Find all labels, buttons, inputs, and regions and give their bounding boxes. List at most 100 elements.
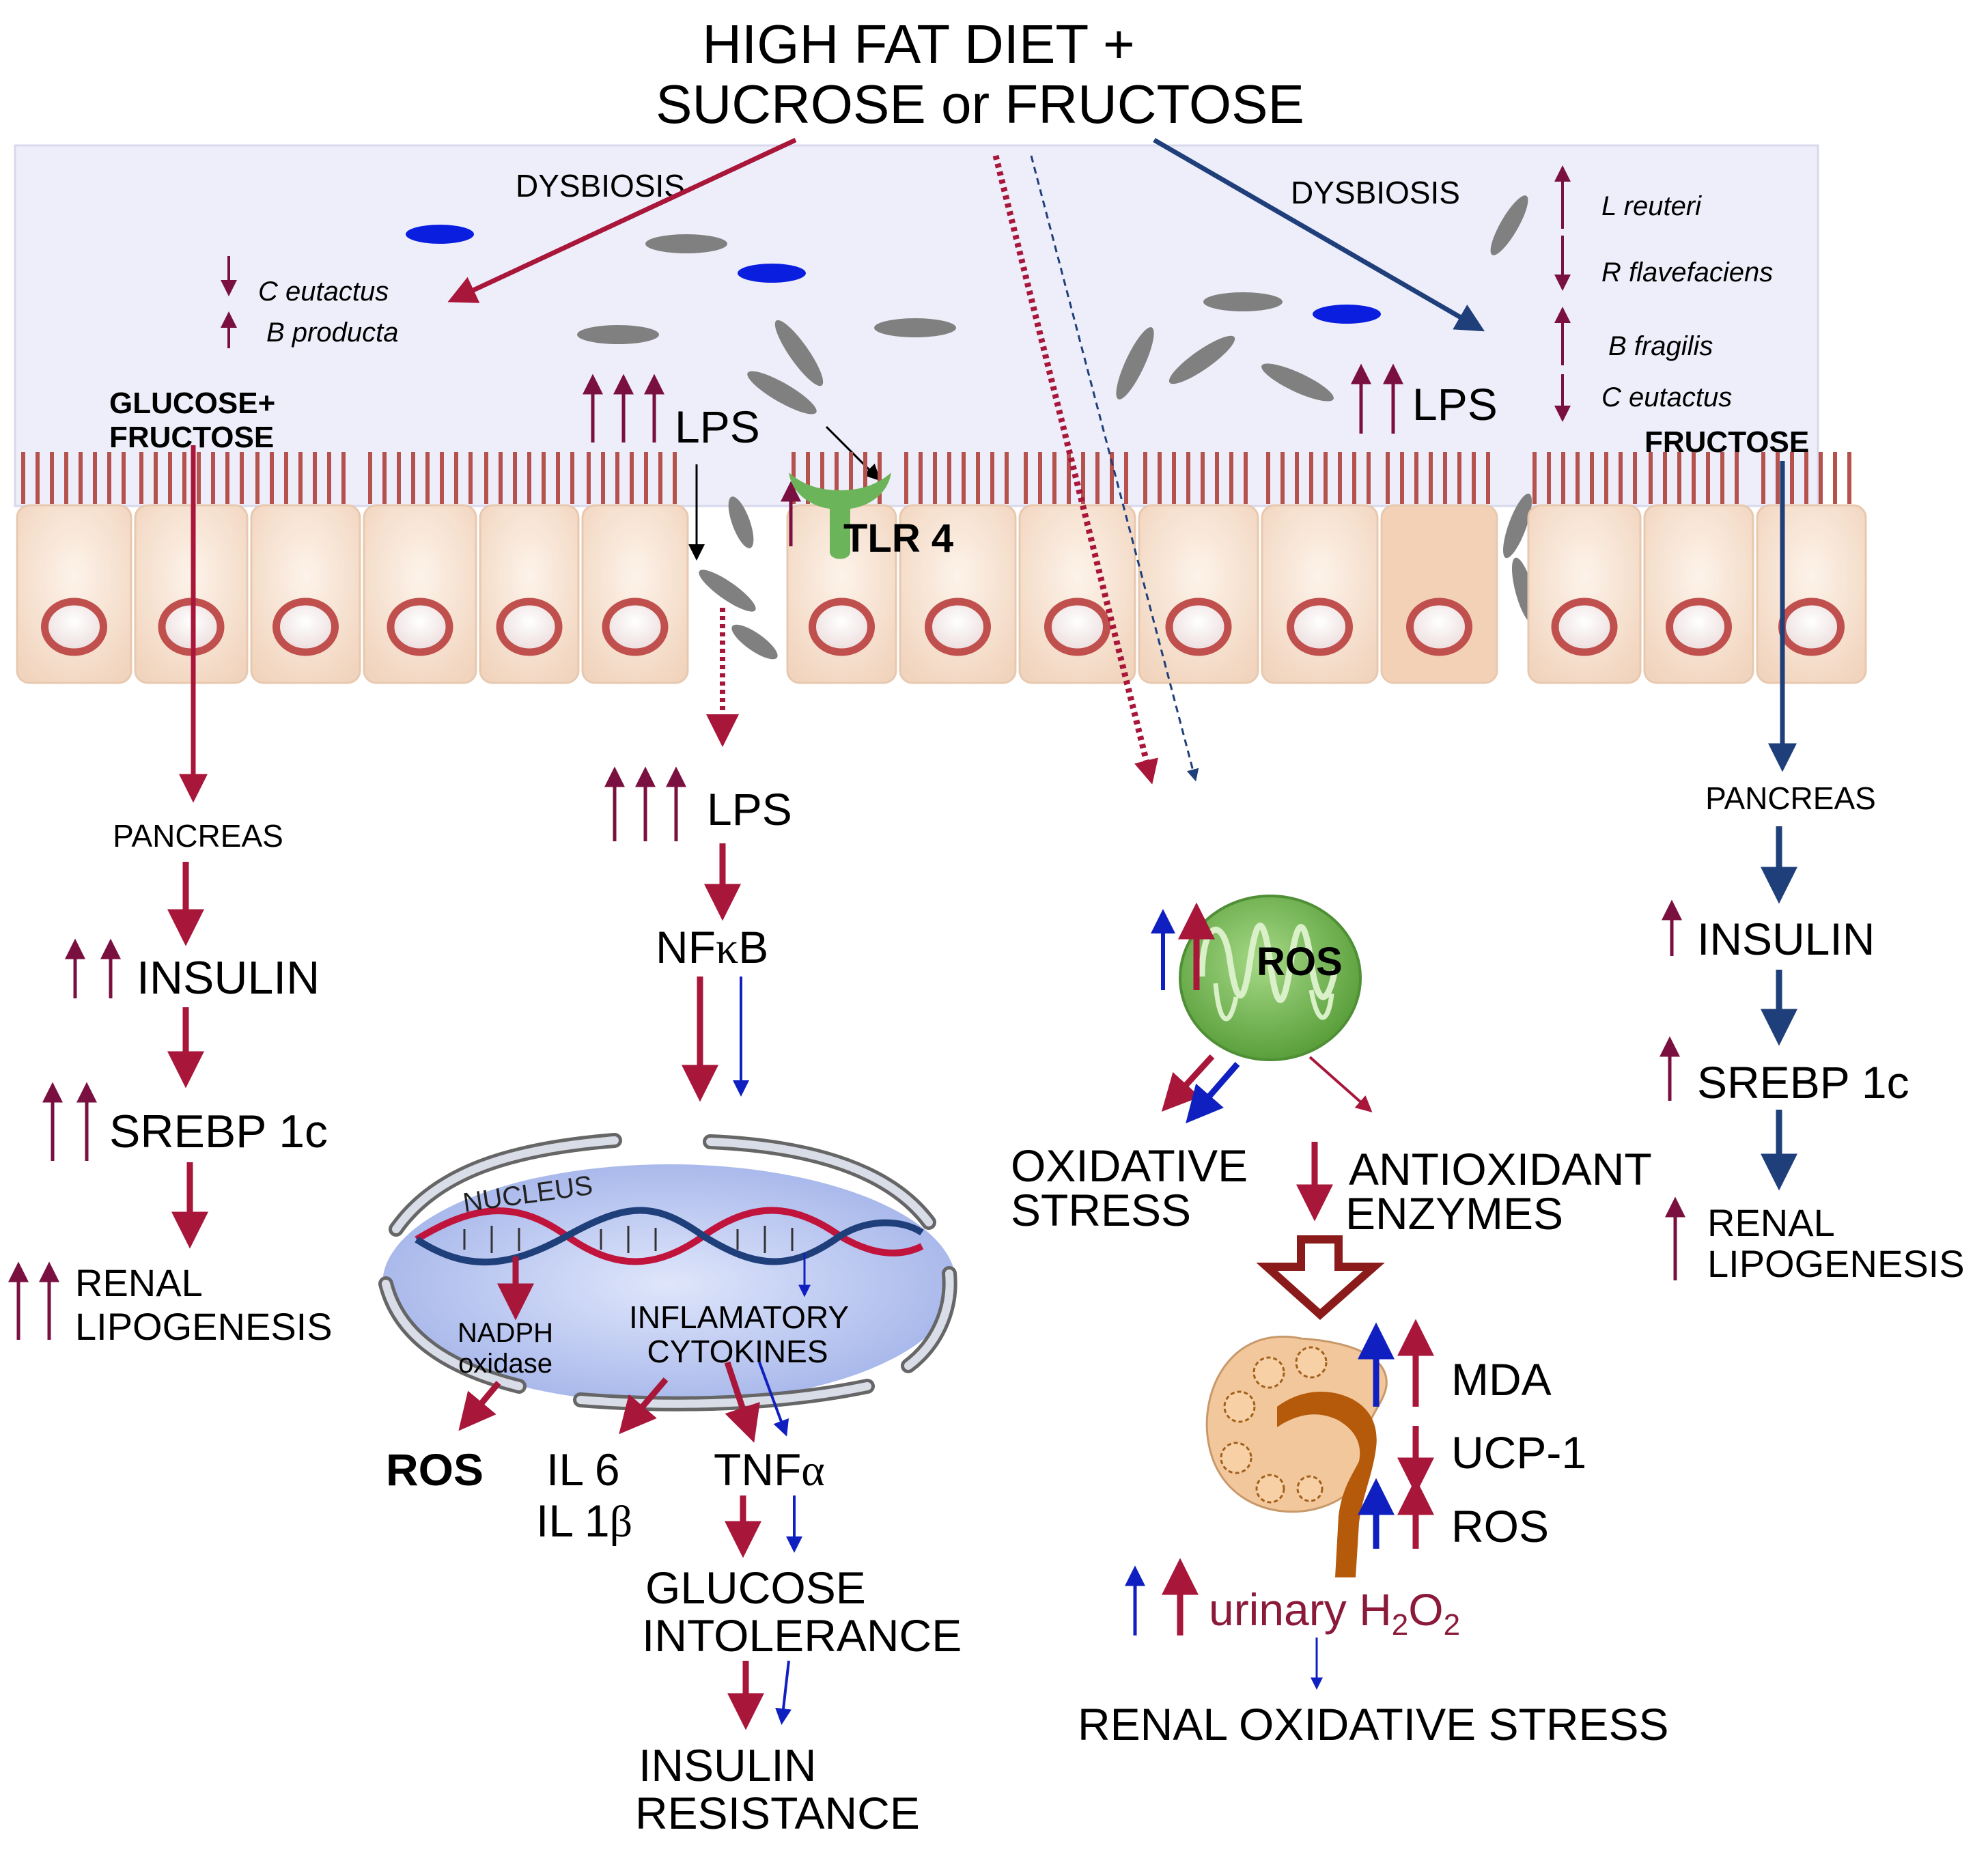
cell-nucleus-icon: [925, 598, 991, 656]
fructose-right-label: FRUCTOSE: [1644, 425, 1809, 459]
nfkb-label: NFκB: [656, 922, 768, 973]
ros-translocation-arrow-crimson: [992, 154, 1158, 785]
l-reuteri-label: L reuteri: [1601, 191, 1702, 221]
epithelial-cell: [1018, 504, 1136, 684]
center-ros-label: ROS: [386, 1444, 484, 1495]
epithelial-cell: [581, 504, 689, 684]
epithelial-cell: [363, 504, 477, 684]
lps-center-label: LPS: [675, 402, 760, 452]
glucose-fructose-label-1: GLUCOSE+: [109, 387, 275, 420]
cell-nucleus-icon: [1044, 598, 1110, 656]
intestinal-epithelium: [16, 504, 1867, 684]
insulin-resistance-label-1: INSULIN: [639, 1740, 816, 1790]
mito-to-oxidative-blue-arrow: [1186, 1062, 1240, 1124]
il6-label: IL 6: [546, 1444, 620, 1495]
renal-oxidative-stress-label: RENAL OXIDATIVE STRESS: [1078, 1699, 1669, 1750]
cell-nucleus-icon: [809, 598, 875, 656]
b-fragilis-label: B fragilis: [1608, 331, 1713, 361]
epithelial-cell: [1261, 504, 1379, 684]
cell-nucleus-icon: [1287, 598, 1353, 656]
left-insulin-label: INSULIN: [137, 952, 320, 1004]
urinary-h2o2-label: urinary H2O2: [1209, 1584, 1460, 1642]
right-renal-label-2: LIPOGENESIS: [1707, 1242, 1965, 1285]
left-renal-label-1: RENAL: [75, 1261, 203, 1304]
center-lps-label: LPS: [707, 784, 792, 834]
right-srebp-label: SREBP 1c: [1697, 1057, 1909, 1108]
r-flavefaciens-label: R flavefaciens: [1601, 257, 1773, 287]
cytokines-label-1: INFLAMATORY: [629, 1300, 849, 1335]
diet-arrow-right: [1153, 137, 1485, 332]
nadph-label-1: NADPH: [458, 1318, 553, 1348]
gut-bacteria: [406, 195, 1537, 660]
ros-translocation-arrow-navy: [1030, 155, 1199, 782]
left-srebp-label: SREBP 1c: [109, 1106, 328, 1157]
epithelial-cell: [1380, 504, 1498, 684]
epithelial-cell: [1756, 504, 1867, 684]
oxidative-stress-label-1: OXIDATIVE: [1011, 1140, 1248, 1191]
mito-to-oxidative-crimson-arrow: [1161, 1054, 1215, 1112]
ucp1-label: UCP-1: [1451, 1427, 1586, 1478]
cell-nucleus-icon: [1165, 598, 1232, 656]
title-line2: SUCROSE or FRUCTOSE: [656, 74, 1304, 135]
cell-nucleus-icon: [496, 598, 563, 656]
title-line1: HIGH FAT DIET +: [702, 14, 1134, 74]
cytokines-to-il-arrow: [619, 1377, 669, 1435]
cell-nucleus-icon: [602, 598, 669, 656]
dysbiosis-right-label: DYSBIOSIS: [1291, 175, 1460, 210]
epithelial-cell: [1138, 504, 1259, 684]
dysbiosis-left-label: DYSBIOSIS: [516, 168, 685, 203]
lps-center-arrows: [583, 374, 664, 443]
epithelial-cell: [250, 504, 361, 684]
cell-nucleus-icon: [1406, 598, 1472, 656]
diet-arrow-left: [447, 137, 797, 303]
mito-to-antioxidant-arrow: [1308, 1056, 1373, 1112]
c-eutactus-right-label: C eutactus: [1601, 382, 1732, 412]
cell-nucleus-icon: [387, 598, 453, 656]
tnf-label: TNFα: [714, 1444, 825, 1495]
left-pancreas-label: PANCREAS: [113, 818, 283, 854]
il1b-label: IL 1β: [536, 1495, 632, 1547]
cytokines-label-2: CYTOKINES: [647, 1334, 828, 1369]
right-renal-label-1: RENAL: [1707, 1201, 1835, 1244]
insulin-resistance-label-2: RESISTANCE: [635, 1788, 920, 1838]
epithelial-cell: [1527, 504, 1642, 684]
kidney-icon: [1205, 1336, 1388, 1577]
center-lps-up-arrows: [604, 766, 686, 841]
nadph-label-2: oxidase: [458, 1349, 552, 1379]
oxidative-stress-label-2: STRESS: [1011, 1185, 1191, 1235]
epithelial-cell: [1643, 504, 1754, 684]
mito-ros-label: ROS: [1257, 940, 1343, 984]
cell-nucleus-icon: [272, 598, 339, 656]
left-renal-label-2: LIPOGENESIS: [75, 1305, 333, 1348]
cell-nucleus-icon: [1778, 598, 1845, 656]
cell-nucleus-icon: [1666, 598, 1732, 656]
glucose-to-insulin-blue-arrow: [775, 1660, 792, 1725]
cytokines-to-tnf-blue-arrow: [758, 1362, 789, 1437]
left-insulin-up-arrows: [65, 938, 121, 998]
cytokines-to-tnf-crimson-arrow: [724, 1361, 760, 1443]
nadph-to-ros-arrow: [458, 1381, 501, 1431]
microvilli: [21, 452, 1851, 504]
kidney-ros-label: ROS: [1451, 1501, 1549, 1551]
glucose-intolerance-label-1: GLUCOSE: [645, 1562, 866, 1613]
cell-nucleus-icon: [41, 598, 107, 656]
mda-label: MDA: [1451, 1354, 1552, 1405]
tlr4-receptor: [789, 473, 891, 559]
right-insulin-label: INSULIN: [1697, 914, 1875, 964]
glucose-intolerance-label-2: INTOLERANCE: [642, 1610, 962, 1661]
mitochondrion: [1179, 895, 1362, 1061]
antioxidant-enzymes-label-2: ENZYMES: [1345, 1188, 1563, 1239]
hollow-down-arrow: [1256, 1235, 1385, 1321]
c-eutactus-left-label: C eutactus: [258, 277, 389, 307]
cell-nucleus-icon: [1551, 598, 1618, 656]
right-pancreas-label: PANCREAS: [1705, 781, 1876, 816]
epithelial-cell: [479, 504, 580, 684]
tlr4-label: TLR 4: [843, 516, 953, 561]
epithelial-cell: [16, 504, 132, 684]
b-producta-label: B producta: [266, 318, 398, 348]
lps-right-label: LPS: [1412, 379, 1498, 430]
left-renal-up-arrows: [8, 1261, 59, 1340]
left-srebp-up-arrows: [42, 1082, 97, 1161]
antioxidant-enzymes-label-1: ANTIOXIDANT: [1349, 1144, 1652, 1194]
